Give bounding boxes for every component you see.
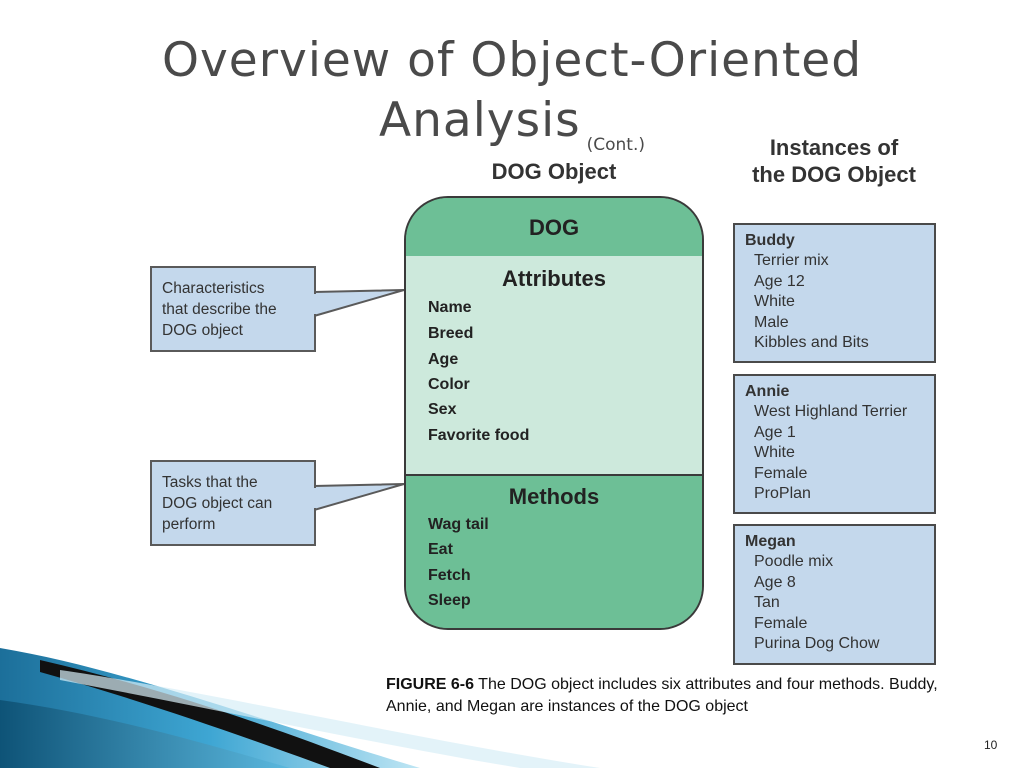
attributes-callout: Characteristics that describe the DOG ob… [150,266,316,352]
instance-buddy: Buddy Terrier mix Age 12 White Male Kibb… [733,223,936,363]
method-item: Wag tail [428,516,489,533]
instance-detail: Tan [754,594,780,612]
instance-detail: Poodle mix [754,553,834,571]
instance-detail: West Highland Terrier [754,403,908,421]
instance-annie: Annie West Highland Terrier Age 1 White … [733,374,936,514]
instance-detail: Age 8 [754,573,796,591]
instance-detail: Male [754,313,789,331]
instance-name: Buddy [745,232,795,249]
instance-detail: Purina Dog Chow [754,635,880,653]
instance-detail: White [754,293,795,311]
instance-name: Megan [745,533,796,550]
instance-name: Annie [745,383,790,400]
slide-title-line2: Analysis(Cont.) [0,92,1024,155]
pointer-joint [312,294,316,314]
callout-line: Tasks that the [162,474,258,491]
figure-caption: FIGURE 6-6 The DOG object includes six a… [386,674,946,718]
instances-heading: Instances of the DOG Object [724,134,944,188]
callout-line: DOG object can [162,495,273,512]
class-name: DOG [406,198,702,258]
callout-line: Characteristics [162,280,265,297]
instance-megan: Megan Poodle mix Age 8 Tan Female Purina… [733,524,936,665]
instance-detail: Age 12 [754,272,805,290]
dog-object-heading: DOG Object [491,159,617,184]
title-cont-suffix: (Cont.) [586,135,646,155]
attribute-item: Favorite food [428,427,530,444]
callout-line: perform [162,516,216,533]
attribute-item: Color [428,376,470,393]
caption-text: The DOG object includes six attributes a… [386,676,938,715]
instance-detail: ProPlan [754,485,811,503]
methods-section: Methods Wag tail Eat Fetch Sleep [406,476,702,628]
instance-detail: Age 1 [754,423,796,441]
instance-detail: Female [754,614,808,632]
methods-callout: Tasks that the DOG object can perform [150,460,316,546]
pointer-joint [312,488,316,508]
attribute-item: Age [428,351,459,368]
attribute-item: Breed [428,325,474,342]
slide-title-line1: Overview of Object-Oriented [161,33,863,88]
attribute-item: Sex [428,401,457,418]
attributes-heading: Attributes [502,266,606,291]
callout-line: DOG object [162,322,243,339]
dog-class-card: DOG Attributes Name Breed Age Color Sex … [404,196,704,630]
instance-detail: Kibbles and Bits [754,334,869,352]
slide-title-word: Analysis [378,93,581,148]
method-item: Sleep [428,592,471,609]
instance-detail: White [754,444,795,462]
page-number: 10 [984,738,998,752]
methods-heading: Methods [508,484,600,509]
attribute-item: Name [428,299,472,316]
instances-heading-line1: Instances of [769,135,899,160]
figure-label: FIGURE 6-6 [386,676,475,693]
instance-detail: Female [754,464,808,482]
method-item: Fetch [428,567,471,584]
instances-heading-line2: the DOG Object [752,162,916,187]
instance-detail: Terrier mix [754,252,829,270]
method-item: Eat [428,541,453,558]
attributes-section: Attributes Name Breed Age Color Sex Favo… [406,256,702,476]
callout-line: that describe the [162,301,277,318]
